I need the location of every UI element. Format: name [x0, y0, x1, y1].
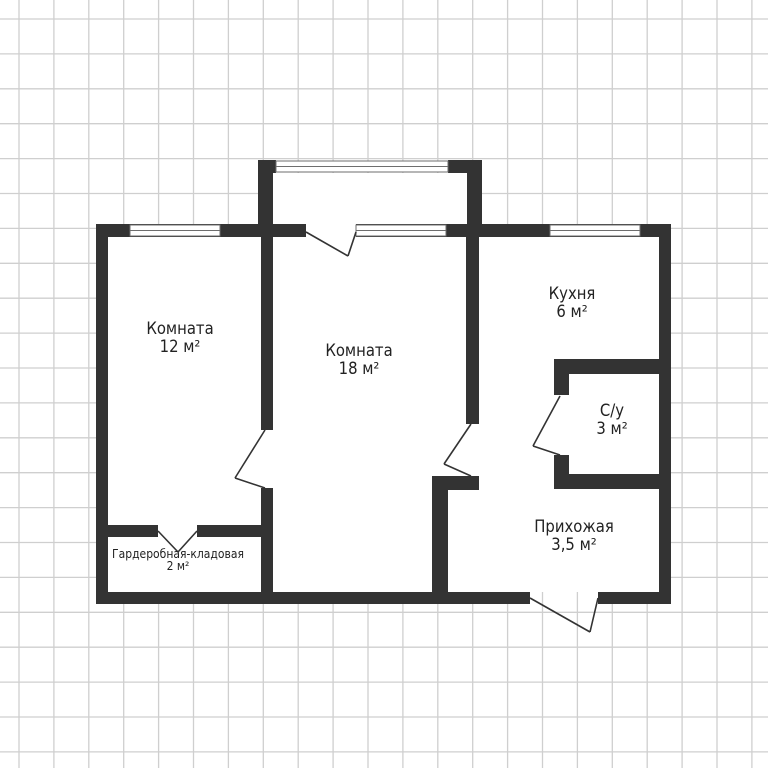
hallway-name: Прихожая [534, 517, 614, 536]
bathroom-name: С/у [600, 401, 624, 420]
balcony-wall-top-right [448, 160, 482, 173]
door-main-room-jamb [443, 463, 472, 477]
door-balcony [305, 231, 349, 257]
window-left-room [129, 224, 221, 237]
storage-wall-top-left [108, 525, 158, 537]
outer-wall-right [659, 224, 671, 604]
partition-left-lower [261, 488, 273, 592]
door-bathroom-jamb [532, 445, 561, 456]
hallway-area: 3,5 м² [551, 535, 597, 554]
partition-left-upper [261, 237, 273, 430]
door-entrance-jamb [589, 597, 599, 633]
partition-hall-top [432, 476, 479, 490]
door-entrance [529, 597, 591, 633]
storage-name: Гардеробная-кладовая [112, 547, 244, 561]
door-main-room [443, 423, 472, 465]
door-left-room [234, 429, 266, 479]
room-labels: Комната 12 м² Комната 18 м² Кухня 6 м² С… [112, 284, 628, 573]
bathroom-area: 3 м² [596, 419, 627, 438]
bathroom-wall-top [554, 359, 659, 374]
kitchen-area: 6 м² [556, 302, 587, 321]
storage-area: 2 м² [167, 559, 190, 573]
room-main-name: Комната [325, 341, 392, 360]
window-kitchen [549, 224, 641, 237]
balcony-wall-top-left [258, 160, 276, 173]
room-left-area: 12 м² [160, 337, 201, 356]
balcony-wall-right [467, 160, 482, 237]
window-balcony [275, 160, 449, 173]
bathroom-wall-left-upper [554, 359, 569, 395]
door-storage-jamb [177, 530, 198, 553]
door-storage [157, 530, 179, 553]
outer-wall-top-mid [270, 224, 306, 237]
doors [157, 231, 599, 633]
door-balcony-jamb [347, 231, 357, 257]
balcony-wall-left [258, 160, 273, 237]
outer-wall-bottom [96, 592, 530, 604]
bathroom-wall-left-lower [554, 455, 569, 489]
storage-wall-top-right [197, 525, 261, 537]
bathroom-wall-bottom [554, 474, 659, 489]
room-left-name: Комната [146, 319, 213, 338]
partition-hall-vertical [432, 476, 448, 592]
window-main-room [355, 224, 447, 237]
partition-right-upper [466, 237, 479, 424]
outer-wall-bottom-right [598, 592, 671, 604]
outer-wall-left [96, 224, 108, 604]
room-main-area: 18 м² [339, 359, 380, 378]
windows [129, 160, 641, 237]
door-left-room-jamb [234, 477, 266, 489]
kitchen-name: Кухня [549, 284, 596, 303]
door-bathroom [532, 395, 561, 447]
